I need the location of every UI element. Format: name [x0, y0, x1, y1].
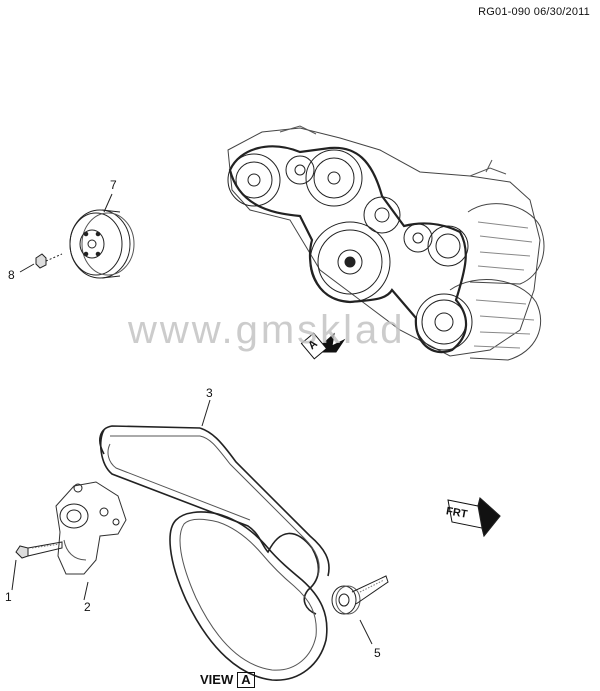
view-prefix: VIEW: [200, 672, 234, 687]
view-direction-arrow: [300, 332, 346, 360]
watermark: www.gmsklad: [128, 308, 406, 352]
callout-5: 5: [374, 646, 381, 660]
callout-8: 8: [8, 268, 15, 282]
callout-2: 2: [84, 600, 91, 614]
front-direction-arrow: [447, 497, 501, 538]
callout-3: 3: [206, 386, 213, 400]
belt-item-3: [99, 399, 330, 681]
reference-code: RG01-090 06/30/2011: [478, 6, 590, 18]
callout-1: 1: [5, 590, 12, 604]
engine-assembly: [227, 125, 545, 361]
pulley-item-7: [69, 193, 135, 279]
view-letter: A: [237, 672, 255, 688]
callout-7: 7: [110, 178, 117, 192]
bolt-item-1: [11, 541, 63, 591]
nut-item-8: [19, 253, 63, 273]
tensioner-item-2: [55, 481, 127, 601]
idler-item-5: [331, 575, 389, 645]
